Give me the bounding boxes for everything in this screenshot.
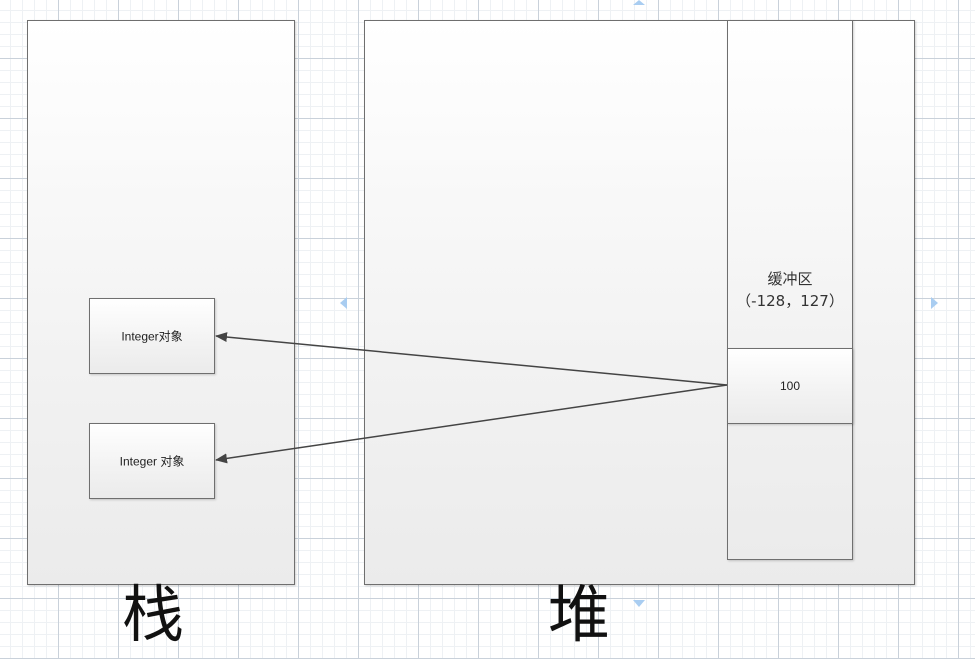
buffer-cell-value: 100: [779, 379, 801, 393]
buffer-label-range: （-128，127）: [736, 292, 844, 310]
selection-handle-left-icon[interactable]: [340, 297, 347, 309]
buffer-label: 缓冲区 （-128，127）: [727, 268, 853, 312]
stack-object-label-2: Integer 对象: [119, 454, 185, 469]
selection-handle-bottom-icon[interactable]: [633, 600, 645, 607]
selection-handle-top-icon[interactable]: [633, 0, 645, 5]
stack-object-label-1: Integer对象: [121, 329, 183, 344]
buffer-column[interactable]: [727, 20, 853, 560]
heap-title: 堆: [548, 578, 611, 651]
selection-handle-right-icon[interactable]: [931, 297, 938, 309]
stack-integer-object-1[interactable]: Integer对象: [89, 298, 215, 374]
buffer-cell-100[interactable]: 100: [727, 348, 853, 424]
buffer-label-name: 缓冲区: [767, 270, 813, 288]
stack-integer-object-2[interactable]: Integer 对象: [89, 423, 215, 499]
stack-title: 栈: [122, 578, 185, 651]
